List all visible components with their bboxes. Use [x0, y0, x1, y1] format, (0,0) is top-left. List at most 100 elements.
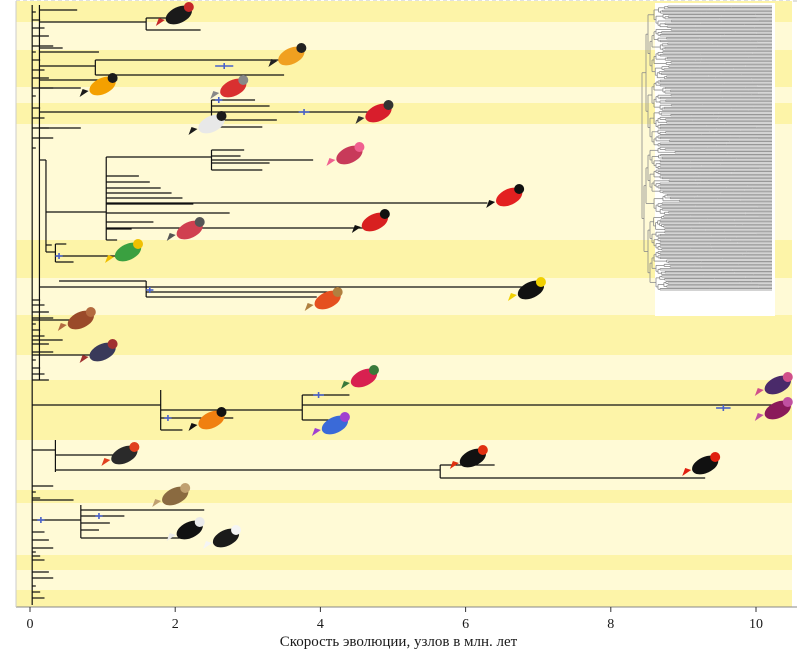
- bird-head: [194, 217, 205, 227]
- inset-background: [655, 3, 775, 316]
- bird-tail: [449, 461, 459, 469]
- bird-head: [107, 339, 118, 349]
- bird-head: [332, 287, 343, 297]
- bird-tail: [188, 127, 198, 135]
- bird-small-finch: [101, 442, 140, 466]
- bird-head: [238, 75, 249, 85]
- bird-tail: [210, 91, 220, 99]
- bird-tail: [155, 18, 165, 26]
- bird-tail: [340, 381, 350, 389]
- band: [16, 555, 792, 570]
- bird-head: [107, 73, 118, 83]
- band: [16, 315, 792, 355]
- bird-tail: [304, 303, 314, 311]
- bird-tail: [79, 89, 89, 97]
- bird-bishop-1: [449, 445, 488, 469]
- bird-illustrations: [57, 2, 793, 549]
- bird-woodpecker-brown: [152, 483, 191, 507]
- bird-tail: [166, 533, 176, 541]
- bird-cock-of-the-rock: [188, 407, 227, 431]
- bird-tail: [507, 293, 517, 301]
- phylogeny-branches: [31, 5, 778, 605]
- bird-tail: [326, 158, 336, 166]
- x-axis-label: Скорость эволюции, узлов в млн. лет: [279, 634, 518, 650]
- bird-cardinal: [210, 75, 249, 99]
- bird-dark: [79, 339, 118, 363]
- bird-tail: [682, 468, 692, 476]
- bird-tail: [311, 428, 321, 436]
- bird-white-cardinal: [188, 111, 227, 135]
- bird-head: [85, 307, 96, 317]
- bird-head: [514, 184, 525, 194]
- bird-tanager: [155, 2, 194, 26]
- bird-red-cardinal: [355, 100, 394, 124]
- x-axis: 0 2 4 6 8 10: [15, 1, 797, 632]
- bird-tail: [486, 200, 496, 208]
- bird-scarlet-tanager: [351, 209, 390, 233]
- bird-tail: [754, 388, 764, 396]
- bird-tail: [152, 499, 162, 507]
- bird-head: [379, 209, 390, 219]
- bird-tail: [351, 225, 361, 233]
- bird-grosbeak: [166, 217, 205, 241]
- x-tick-label: 2: [172, 617, 179, 632]
- band: [16, 503, 792, 555]
- bird-scarlet-finch: [486, 184, 525, 208]
- bird-oriole-2: [79, 73, 118, 97]
- bird-head: [133, 239, 144, 249]
- bird-tail: [57, 323, 67, 331]
- x-tick-label: 8: [607, 617, 614, 632]
- bird-head: [194, 517, 205, 527]
- bird-tail: [268, 59, 278, 67]
- band: [16, 490, 792, 503]
- bird-tail: [166, 233, 176, 241]
- bird-head: [183, 2, 194, 12]
- bird-woodpecker-pied: [166, 517, 205, 541]
- bird-head: [216, 111, 227, 121]
- bird-tail: [79, 355, 89, 363]
- bird-purple-cotinga: [754, 372, 793, 396]
- bird-head: [477, 445, 488, 455]
- band: [16, 380, 792, 440]
- bird-head: [383, 100, 394, 110]
- bird-scarlet-macaw-like: [340, 365, 379, 389]
- x-tick-label: 10: [749, 617, 763, 632]
- bird-tail: [355, 116, 365, 124]
- band: [16, 440, 792, 490]
- band: [16, 87, 792, 103]
- bird-weaver: [304, 287, 343, 311]
- bird-head: [782, 397, 793, 407]
- band: [16, 355, 792, 380]
- bird-tail: [754, 413, 764, 421]
- x-tick-label: 0: [27, 617, 34, 632]
- band: [16, 570, 792, 590]
- bird-oriole: [268, 43, 307, 67]
- bird-purple-cotinga-2: [754, 397, 793, 421]
- bird-tail: [203, 541, 213, 549]
- bird-head: [216, 407, 227, 417]
- bird-head: [782, 372, 793, 382]
- bird-blue-cotinga: [311, 412, 350, 436]
- bird-head: [180, 483, 191, 493]
- bird-rosefinch: [326, 142, 365, 166]
- bird-head: [535, 277, 546, 287]
- bird-tail: [101, 458, 111, 466]
- bird-black-yellow: [507, 277, 546, 301]
- bird-head: [129, 442, 140, 452]
- bird-brown: [57, 307, 96, 331]
- x-tick-label: 4: [317, 617, 324, 632]
- bird-head: [339, 412, 350, 422]
- bird-bishop-2: [682, 452, 721, 476]
- bird-tail: [188, 423, 198, 431]
- band: [16, 590, 792, 607]
- bird-head: [231, 525, 242, 535]
- bird-gouldian: [105, 239, 144, 263]
- x-tick-label: 6: [462, 617, 469, 632]
- bird-head: [710, 452, 721, 462]
- bird-head: [354, 142, 365, 152]
- bird-tail: [105, 255, 115, 263]
- inset-tree-panel: [641, 3, 775, 316]
- band: [16, 1, 792, 22]
- bird-head: [296, 43, 307, 53]
